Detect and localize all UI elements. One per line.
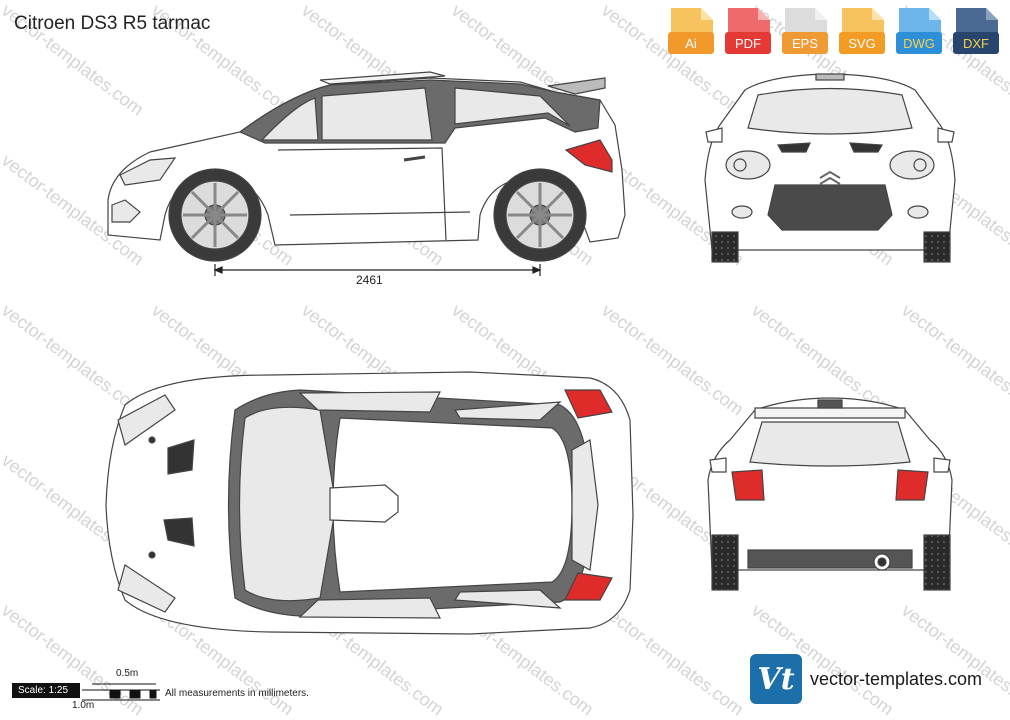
wheelbase-dimension-label: 2461 [356,273,383,287]
side-front-window [260,97,319,141]
rear-tail-light-left [731,469,765,501]
format-download-bar: Ai PDF EPS SVG DWG DXF [665,6,1002,54]
scale-one-label: 1.0m [72,700,95,711]
wheelbase-dimension-line [213,264,542,276]
rear-spoiler [754,407,906,419]
front-windshield [747,87,913,135]
dwg-format-button[interactable]: DWG [893,6,945,54]
front-grille [767,184,893,231]
page-title: Citroen DS3 R5 tarmac [14,13,211,34]
rear-view [707,397,953,591]
brand-text: vector-templates.com [810,668,983,689]
side-spoiler [547,77,606,95]
brand-link[interactable]: Vt vector-templates.com [750,654,982,704]
dxf-format-button[interactable]: DXF [950,6,1002,54]
front-right-tyre [923,231,951,263]
scale-label: Scale: 1:25 [12,683,80,698]
side-door-window [321,87,433,141]
rear-right-tyre [923,534,951,591]
side-tail-light [564,139,613,173]
rear-diffuser [747,549,913,569]
vt-logo-icon: Vt [750,654,802,704]
side-rear-wheel [493,168,587,262]
side-front-wheel [168,168,262,262]
scale-half-label: 0.5m [116,668,139,679]
eps-format-button[interactable]: EPS [779,6,831,54]
pdf-format-button[interactable]: PDF [722,6,774,54]
side-rear-window [454,87,571,127]
side-view [107,71,626,276]
top-tail-light-left [564,389,613,419]
scale-indicator: 0.5m Scale: 1:25 1.0m [12,668,162,714]
scale-bar [82,683,160,701]
rear-left-tyre [711,534,739,591]
rear-tail-light-right [895,469,929,501]
front-left-tyre [711,231,739,263]
top-view [105,371,634,635]
ai-format-button[interactable]: Ai [665,6,717,54]
top-tail-light-right [564,572,613,601]
measurement-note: All measurements in millimeters. [165,688,309,699]
svg-format-button[interactable]: SVG [836,6,888,54]
front-view [704,73,956,263]
rear-window [749,421,911,467]
top-windshield [238,406,337,602]
